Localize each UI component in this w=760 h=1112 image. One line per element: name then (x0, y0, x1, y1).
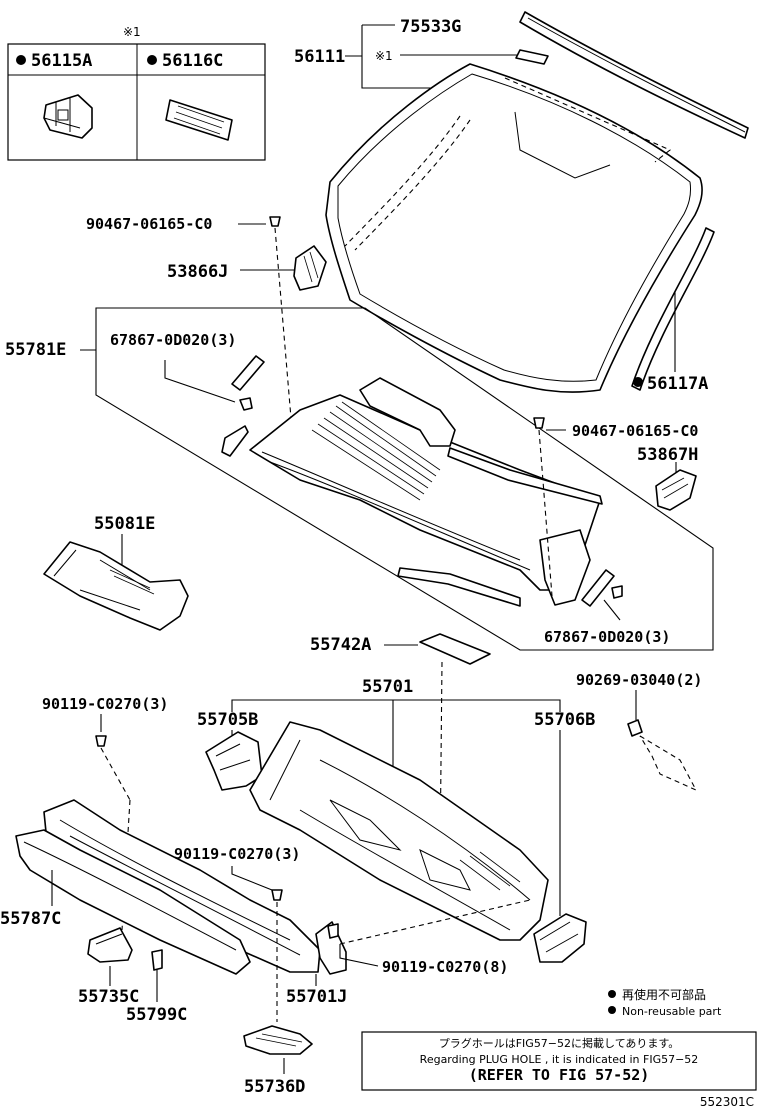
bracket-55705B (205, 731, 263, 791)
cowl-lower-strip (397, 567, 521, 607)
bracket-55706B (533, 913, 587, 963)
callout-90467-right: 90467-06165-C0 (572, 422, 698, 440)
plug-90269: 90269-03040(2) (576, 671, 702, 792)
callout-56117A: 56117A (647, 374, 708, 394)
callout-67867-bottom: 67867-0D020(3) (544, 628, 670, 646)
callout-55742A: 55742A (310, 635, 371, 655)
callout-90467-left: 90467-06165-C0 (86, 215, 212, 233)
non-reusable-dot-icon (608, 990, 616, 998)
callout-55706B: 55706B (534, 710, 595, 730)
plug-90269-drawing (627, 719, 643, 737)
callout-55081E: 55081E (94, 514, 155, 534)
bolt-90119-left (95, 735, 107, 747)
callout-90119-mid: 90119-C0270(3) (174, 845, 300, 863)
clip-56116C-drawing (165, 99, 233, 141)
callout-67867-top: 67867-0D020(3) (110, 331, 236, 349)
upper-right-fasteners: 90467-06165-C0 53867H (533, 417, 698, 597)
callout-56111-ref: ※1 (375, 49, 393, 63)
bolt-55799C (151, 949, 163, 971)
callout-55705B: 55705B (197, 710, 258, 730)
diagram-id: 552301C (700, 1095, 754, 1109)
callout-90119-right: 90119-C0270(8) (382, 958, 508, 976)
callout-55736D: 55736D (244, 1077, 305, 1097)
lower-reinforcement-group: 90119-C0270(3) 90119-C0270(3) 55787C 557… (0, 695, 531, 1097)
cover-53866J (293, 245, 327, 291)
bracket-55701J-end (315, 921, 347, 975)
windshield-group: 75533G 56111 ※1 56117A (294, 11, 749, 394)
non-reusable-dot-icon (608, 1006, 616, 1014)
legend: 再使用不可部品 Non-reusable part (608, 987, 722, 1018)
callout-53867H: 53867H (637, 445, 698, 465)
cowl-right-bracket (539, 529, 591, 606)
moulding-56117A (631, 227, 715, 391)
cover-53867H (655, 469, 697, 511)
callout-55787C: 55787C (0, 909, 61, 929)
cowl-vent-cover (359, 377, 456, 447)
cowl-upper-strip (447, 447, 603, 505)
dash-panel-55701-drawing (249, 721, 549, 941)
callout-55799C: 55799C (126, 1005, 187, 1025)
callout-56115A: 56115A (31, 51, 92, 71)
notice-line-en: Regarding PLUG HOLE , it is indicated in… (420, 1053, 699, 1066)
notice-box: プラグホールはFIG57−52に掲載してあります。 Regarding PLUG… (361, 1031, 757, 1091)
bracket-55735C (87, 927, 133, 963)
callout-53866J: 53866J (167, 262, 228, 282)
windshield-56111 (325, 63, 703, 393)
callout-55781E: 55781E (5, 340, 66, 360)
tray-55081E-drawing (43, 541, 189, 631)
upper-left-fasteners: 90467-06165-C0 53866J (86, 215, 327, 431)
reference-box: ※1 56115A 56116C (7, 25, 266, 161)
bolt-90467-right (533, 417, 545, 429)
dash-panel-55701: 55701 55705B 55706B (197, 677, 595, 963)
non-reusable-dot-icon (147, 55, 157, 65)
callout-90269: 90269-03040(2) (576, 671, 702, 689)
bolt-90467-left (269, 216, 281, 227)
legend-jp: 再使用不可部品 (622, 987, 706, 1002)
notice-line-jp: プラグホールはFIG57−52に掲載してあります。 (439, 1036, 680, 1050)
notice-refer: (REFER TO FIG 57-52) (469, 1066, 650, 1084)
clip-67867-left (239, 397, 253, 411)
callout-56116C: 56116C (162, 51, 223, 71)
legend-en: Non-reusable part (622, 1005, 722, 1018)
bracket-55736D (243, 1025, 313, 1055)
clip-56115A-drawing (43, 94, 93, 139)
callout-56111: 56111 (294, 47, 345, 67)
seal-67867-left (231, 355, 265, 391)
sticker-tag (515, 49, 549, 65)
non-reusable-dot-icon (633, 377, 643, 387)
pad-55742A-drawing (419, 633, 491, 665)
non-reusable-dot-icon (16, 55, 26, 65)
callout-55701: 55701 (362, 677, 413, 697)
seal-67867-right (581, 569, 615, 607)
callout-55701J: 55701J (286, 987, 347, 1007)
tray-55081E: 55081E (43, 514, 189, 631)
callout-55735C: 55735C (78, 987, 139, 1007)
callout-75533G: 75533G (400, 17, 461, 37)
bolt-90119-right (327, 923, 339, 939)
bolt-90119-mid (271, 889, 283, 901)
cowl-panel-55781E: 55781E 67867-0D020(3) 67867-0D020(3) (5, 307, 714, 651)
clip-67867-right (611, 585, 623, 599)
reference-box-mark: ※1 (123, 25, 141, 39)
callout-90119-left: 90119-C0270(3) (42, 695, 168, 713)
end-clip-left (221, 425, 249, 457)
